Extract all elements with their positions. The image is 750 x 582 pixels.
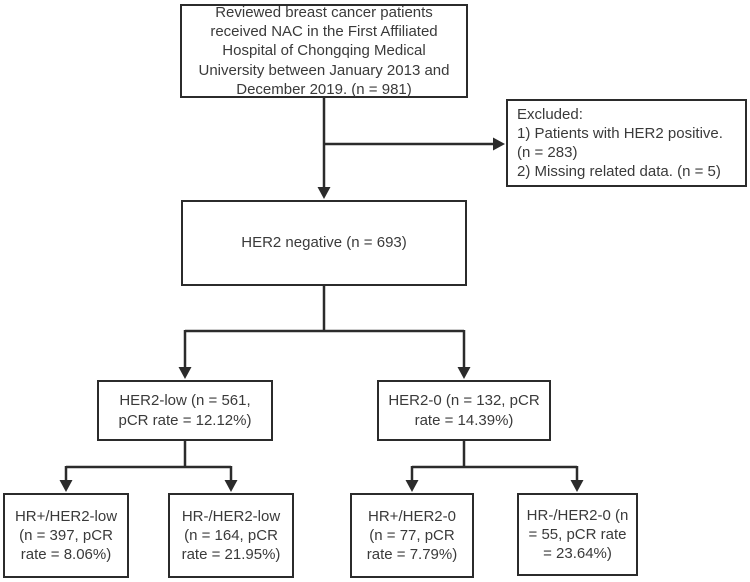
node-text-line: HER2-low (n = 561, <box>119 392 251 410</box>
node-text-line: rate = 21.95%) <box>181 546 281 564</box>
node-text-line: HR-/HER2-low <box>181 507 281 525</box>
node-her2-low: HER2-low (n = 561, pCR rate = 12.12%) <box>97 380 273 441</box>
arrowhead-into-hrneg-her2zero <box>570 480 584 492</box>
node-her2-0: HER2-0 (n = 132, pCR rate = 14.39%) <box>377 380 551 441</box>
node-text-line: received NAC in the First Affiliated <box>210 23 438 41</box>
node-text-line: pCR rate = 12.12%) <box>118 411 252 429</box>
node-text-line: (n = 397, pCR <box>19 526 113 544</box>
node-text-line: rate = 8.06%) <box>20 546 112 564</box>
node-text-line: HER2 negative (n = 693) <box>241 234 407 252</box>
node-her2-negative: HER2 negative (n = 693) <box>181 200 467 286</box>
node-text-line: HR+/HER2-0 <box>368 507 456 525</box>
node-hrneg-her2-0: HR-/HER2-0 (n = 55, pCR rate = 23.64%) <box>517 493 638 576</box>
node-text-line: 2) Missing related data. (n = 5) <box>517 163 721 181</box>
node-hrneg-her2-low: HR-/HER2-low (n = 164, pCR rate = 21.95%… <box>168 493 294 578</box>
connector-her2low-split <box>64 440 233 481</box>
node-text-line: 1) Patients with HER2 positive. <box>517 124 723 142</box>
node-text-line: rate = 14.39%) <box>414 411 514 429</box>
node-text-line: Excluded: <box>517 105 583 123</box>
node-text-line: HR+/HER2-low <box>14 507 118 525</box>
node-text-line: University between January 2013 and <box>198 61 450 79</box>
node-text-line: (n = 77, pCR <box>369 526 455 544</box>
node-text-line: = 23.64%) <box>543 545 612 563</box>
node-text-line: (n = 283) <box>517 144 578 161</box>
arrowhead-into-hrneg-her2low <box>224 480 238 492</box>
node-excluded: Excluded: 1) Patients with HER2 positive… <box>506 99 747 187</box>
node-text-line: rate = 7.79%) <box>366 546 458 564</box>
arrowhead-into-her2negative <box>317 187 331 199</box>
arrowhead-into-hrpos-her2zero <box>405 480 419 492</box>
node-text-line: (n = 164, pCR <box>184 526 278 544</box>
node-text-line: Hospital of Chongqing Medical <box>222 42 426 60</box>
node-text-line: HR-/HER2-0 (n <box>526 506 629 524</box>
node-hrpos-her2-low: HR+/HER2-low (n = 397, pCR rate = 8.06%) <box>3 493 129 578</box>
arrowhead-into-her2zero <box>457 367 471 379</box>
node-text-line: = 55, pCR rate <box>528 525 627 543</box>
node-reviewed-patients: Reviewed breast cancer patients received… <box>180 4 468 98</box>
connector-her2negative-split <box>183 285 466 368</box>
node-text-line: HER2-0 (n = 132, pCR <box>388 392 540 410</box>
arrowhead-into-excluded <box>493 137 505 151</box>
connector-her2zero-split <box>410 440 579 481</box>
arrowhead-into-hrpos-her2low <box>59 480 73 492</box>
arrowhead-into-her2low <box>178 367 192 379</box>
node-text-line: December 2019. (n = 981) <box>236 80 412 98</box>
node-hrpos-her2-0: HR+/HER2-0 (n = 77, pCR rate = 7.79%) <box>350 493 474 578</box>
node-text-line: Reviewed breast cancer patients <box>215 4 433 22</box>
